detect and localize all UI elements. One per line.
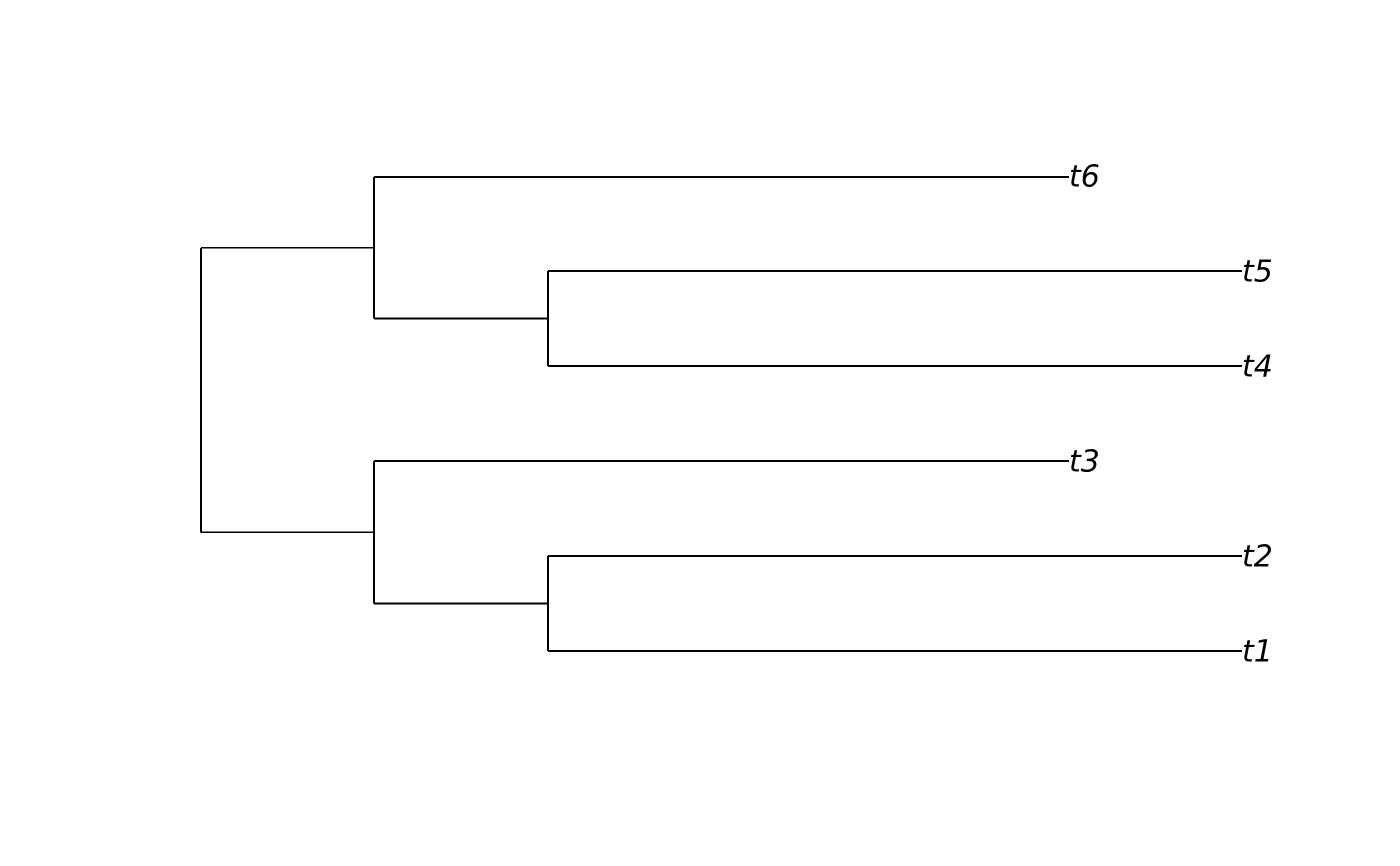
tree-branches — [200, 176, 1242, 652]
tip-label-t6: t6 — [1069, 160, 1100, 195]
tip-labels: t6 t5 t4 t3 t2 t1 — [1069, 160, 1273, 670]
tip-label-t1: t1 — [1242, 635, 1273, 670]
tip-label-t2: t2 — [1242, 540, 1273, 575]
tip-label-t4: t4 — [1242, 350, 1273, 385]
tip-label-t5: t5 — [1242, 255, 1273, 290]
tip-label-t3: t3 — [1069, 445, 1100, 480]
